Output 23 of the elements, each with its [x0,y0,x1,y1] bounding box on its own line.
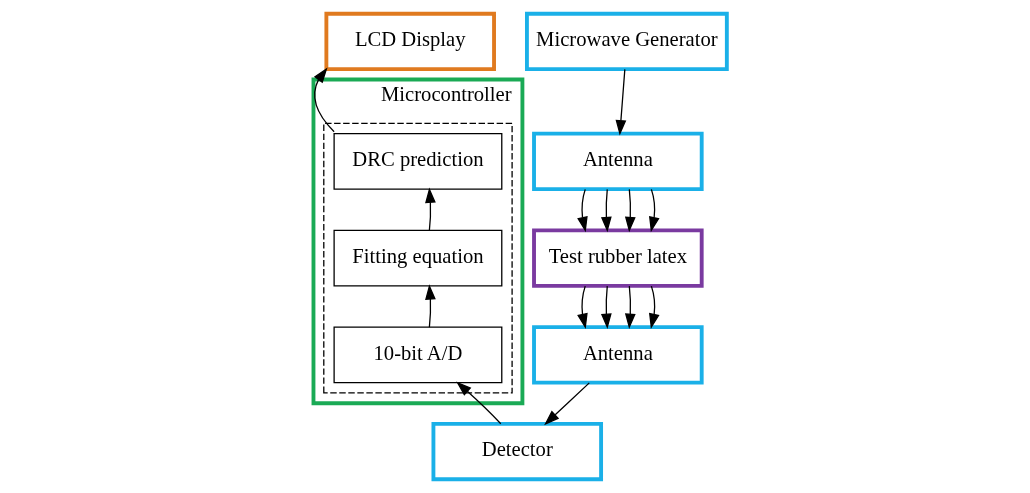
arrow [615,68,627,136]
node-box: Antenna [532,131,704,192]
arrow [544,382,590,426]
arrow [624,285,636,330]
arrow [577,188,588,233]
arrow [425,187,436,231]
arrow [456,381,502,425]
node-box: Fitting equation [333,229,503,287]
arrow [600,285,612,330]
arrow [313,67,335,133]
arrow [425,284,436,328]
node-box: 10-bit A/D [333,326,503,384]
node-box: Detector [431,421,604,482]
node-box: DRC prediction [333,133,503,190]
arrow [624,188,636,233]
node-box: Antenna [532,325,704,385]
node-box: LCD Display [324,11,496,72]
arrow [649,285,660,329]
arrow [600,188,612,233]
arrow [649,188,660,233]
arrow [577,285,588,329]
node-box: Test rubber latex [532,228,704,288]
node-box: Microwave Generator [525,11,729,72]
